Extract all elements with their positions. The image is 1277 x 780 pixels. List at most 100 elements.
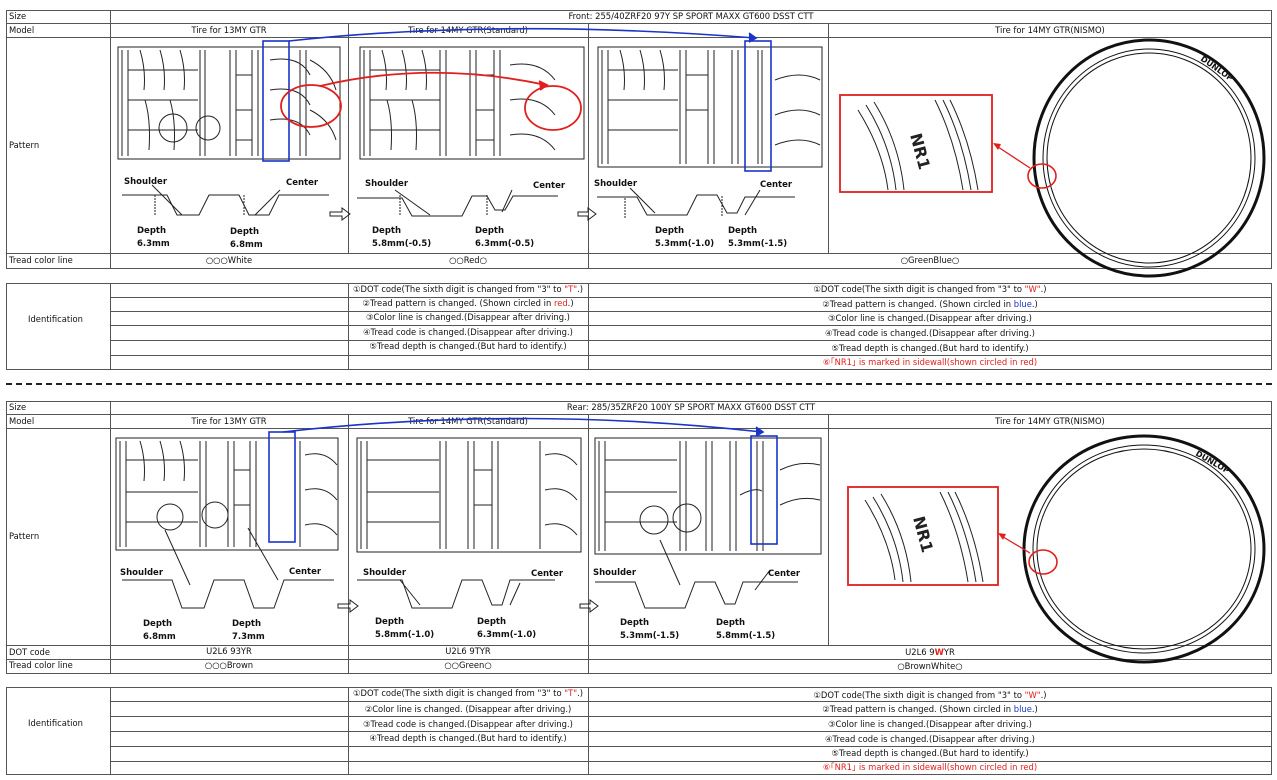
front-std-id-1: ①DOT code(The sixth digit is changed fro… xyxy=(353,284,583,294)
front-shoulder-std: Shoulder xyxy=(365,179,409,189)
rear-dot-13my: U2L6 93YR xyxy=(206,646,252,656)
rear-center-13my: Center xyxy=(289,567,322,577)
svg-text:Depth: Depth xyxy=(716,618,745,628)
rear-nismo-id-3: ③Color line is changed.(Disappear after … xyxy=(828,719,1032,729)
rear-dot-label: DOT code xyxy=(9,647,51,657)
svg-text:Depth: Depth xyxy=(143,619,172,629)
front-std-id-4: ④Tread code is changed.(Disappear after … xyxy=(363,327,573,337)
rear-brand-mark: DUNLOP xyxy=(1194,449,1231,476)
front-model-label: Model xyxy=(9,25,35,35)
rear-tread-color-nismo: ○BrownWhite○ xyxy=(897,661,963,671)
front-depth-6: 5.3mm(-1.5) xyxy=(728,239,787,249)
front-depth-4: 6.3mm(-0.5) xyxy=(475,239,534,249)
front-center-std: Center xyxy=(533,181,566,191)
rear-nismo-id-1: ①DOT code(The sixth digit is changed fro… xyxy=(813,690,1047,700)
svg-text:Depth: Depth xyxy=(655,226,684,236)
rear-size-label: Size xyxy=(9,402,27,412)
rear-tread-drawings: Shoulder Center Shoulder Center Shoulder… xyxy=(115,417,1266,664)
rear-shoulder-13my: Shoulder xyxy=(120,568,164,578)
svg-text:Depth: Depth xyxy=(728,226,757,236)
front-nismo-id-3: ③Color line is changed.(Disappear after … xyxy=(828,313,1032,323)
rear-depth-4: 6.3mm(-1.0) xyxy=(477,630,536,640)
svg-text:Depth: Depth xyxy=(620,618,649,628)
front-size-label: Size xyxy=(9,11,27,21)
rear-nismo-id-6: ⑥｢NR1｣ is marked in sidewall(shown circl… xyxy=(822,762,1038,772)
rear-model-14my-nismo: Tire for 14MY GTR(NISMO) xyxy=(995,416,1105,426)
svg-text:Depth: Depth xyxy=(137,226,166,236)
section-divider xyxy=(6,383,1272,385)
front-pattern-label: Pattern xyxy=(9,140,40,150)
front-tread-13my xyxy=(117,46,341,160)
front-depth-5: 5.3mm(-1.0) xyxy=(655,239,714,249)
rear-model-label: Model xyxy=(9,416,35,426)
rear-depth-2: 7.3mm xyxy=(232,632,265,642)
rear-pattern-label: Pattern xyxy=(9,531,40,541)
rear-depth-3: 5.8mm(-1.0) xyxy=(375,630,434,640)
front-depth-3: 5.8mm(-0.5) xyxy=(372,239,431,249)
front-tread-nismo xyxy=(597,46,823,168)
front-shoulder-nismo: Shoulder xyxy=(594,179,638,189)
front-size-value: Front: 255/40ZRF20 97Y SP SPORT MAXX GT6… xyxy=(568,11,814,21)
svg-text:Depth: Depth xyxy=(477,617,506,627)
rear-nr1-mark: NR1 xyxy=(909,514,937,555)
rear-model-13my: Tire for 13MY GTR xyxy=(191,416,267,426)
rear-std-id-2: ②Color line is changed. (Disappear after… xyxy=(364,704,572,714)
front-tread-color-label: Tread color line xyxy=(9,255,73,265)
rear-depth-5: 5.3mm(-1.5) xyxy=(620,631,679,641)
front-tread-drawings: Shoulder Center Shoulder Center Shoulder… xyxy=(117,27,1266,278)
svg-text:Depth: Depth xyxy=(475,226,504,236)
front-nismo-id-4: ④Tread code is changed.(Disappear after … xyxy=(825,328,1035,338)
front-model-14my-nismo: Tire for 14MY GTR(NISMO) xyxy=(995,25,1105,35)
svg-text:Depth: Depth xyxy=(232,619,261,629)
front-tread-color-standard: ○○Red○ xyxy=(449,255,487,265)
rear-center-std: Center xyxy=(531,569,564,579)
rear-dot-nismo: U2L6 9WYR xyxy=(905,647,955,657)
svg-text:Depth: Depth xyxy=(230,227,259,237)
front-nismo-id-1: ①DOT code(The sixth digit is changed fro… xyxy=(813,284,1047,294)
svg-text:Depth: Depth xyxy=(372,226,401,236)
rear-std-id-3: ③Tread code is changed.(Disappear after … xyxy=(363,719,573,729)
front-depth-1: 6.3mm xyxy=(137,239,170,249)
rear-tread-standard xyxy=(356,437,582,553)
front-center-nismo: Center xyxy=(760,180,793,190)
rear-tread-color-label: Tread color line xyxy=(9,660,73,670)
front-tread-color-nismo: ○GreenBlue○ xyxy=(900,255,960,265)
rear-identification-label: Identification xyxy=(28,718,83,728)
front-depth-labels: Shoulder Center Shoulder Center Shoulder… xyxy=(124,177,793,250)
rear-tread-13my xyxy=(115,437,339,551)
rear-std-id-1: ①DOT code(The sixth digit is changed fro… xyxy=(353,688,583,698)
rear-shoulder-std: Shoulder xyxy=(363,568,407,578)
front-std-id-3: ③Color line is changed.(Disappear after … xyxy=(366,312,570,322)
front-tread-color-13my: ○○○White xyxy=(205,255,253,265)
rear-center-nismo: Center xyxy=(768,569,801,579)
rear-nismo-id-2: ②Tread pattern is changed. (Shown circle… xyxy=(822,704,1038,714)
front-nismo-id-5: ⑤Tread depth is changed.(But hard to ide… xyxy=(831,343,1029,353)
rear-std-id-4: ④Tread depth is changed.(But hard to ide… xyxy=(369,733,567,743)
front-model-13my: Tire for 13MY GTR xyxy=(191,25,267,35)
front-nismo-id-6: ⑥｢NR1｣ is marked in sidewall(shown circl… xyxy=(822,357,1038,367)
front-shoulder-13my: Shoulder xyxy=(124,177,168,187)
front-center-13my: Center xyxy=(286,178,319,188)
rear-tread-color-standard: ○○Green○ xyxy=(444,660,492,670)
rear-tread-color-13my: ○○○Brown xyxy=(204,660,254,670)
rear-size-value: Rear: 285/35ZRF20 100Y SP SPORT MAXX GT6… xyxy=(566,402,816,412)
front-std-id-2: ②Tread pattern is changed. (Shown circle… xyxy=(362,298,574,308)
rear-nismo-id-4: ④Tread code is changed.(Disappear after … xyxy=(825,734,1035,744)
svg-text:Depth: Depth xyxy=(375,617,404,627)
front-nismo-id-2: ②Tread pattern is changed. (Shown circle… xyxy=(822,299,1038,309)
rear-depth-labels: Shoulder Center Shoulder Center Shoulder… xyxy=(120,567,801,642)
rear-model-14my-standard: Tire for 14MY GTR(Standard) xyxy=(408,416,528,426)
rear-blue-highlight xyxy=(268,417,778,545)
rear-depth-6: 5.8mm(-1.5) xyxy=(716,631,775,641)
rear-tread-nismo xyxy=(594,437,822,555)
front-identification-label: Identification xyxy=(28,314,83,324)
rear-shoulder-nismo: Shoulder xyxy=(593,568,637,578)
rear-sidewall-illustration: NR1 DUNLOP xyxy=(847,434,1266,664)
rear-nismo-id-5: ⑤Tread depth is changed.(But hard to ide… xyxy=(831,748,1029,758)
rear-dot-standard: U2L6 9TYR xyxy=(445,646,491,656)
front-tread-standard xyxy=(359,46,585,160)
front-id-border xyxy=(6,283,1272,370)
front-std-id-5: ⑤Tread depth is changed.(But hard to ide… xyxy=(369,341,567,351)
rear-table-border xyxy=(6,401,1272,674)
front-depth-2: 6.8mm xyxy=(230,240,263,250)
